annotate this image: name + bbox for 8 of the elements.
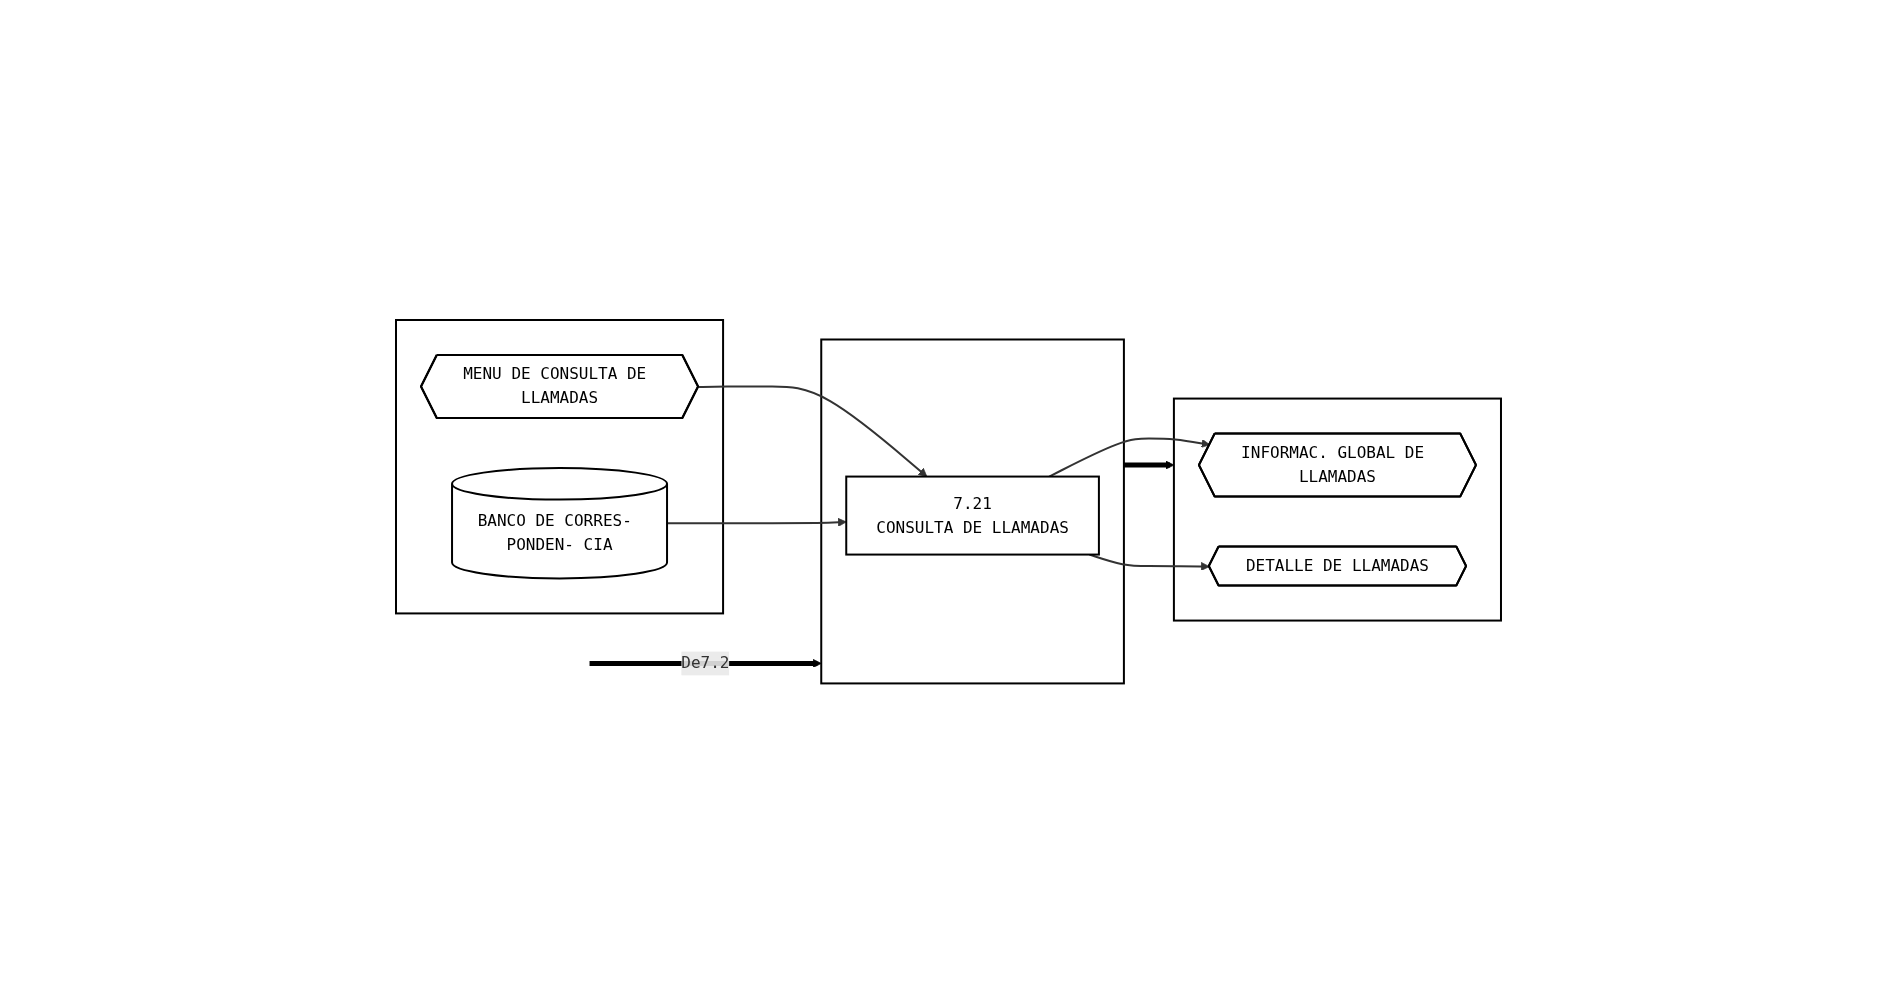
- arrow: [1047, 437, 1210, 478]
- cluster: [394, 319, 724, 615]
- cluster: [1172, 397, 1502, 622]
- edge-label: De7.2: [680, 653, 729, 673]
- arrow: [697, 385, 927, 478]
- cluster: [819, 338, 1125, 685]
- node-box: 7.21 CONSULTA DE LLAMADAS: [844, 475, 1100, 556]
- arrow: [1123, 460, 1174, 470]
